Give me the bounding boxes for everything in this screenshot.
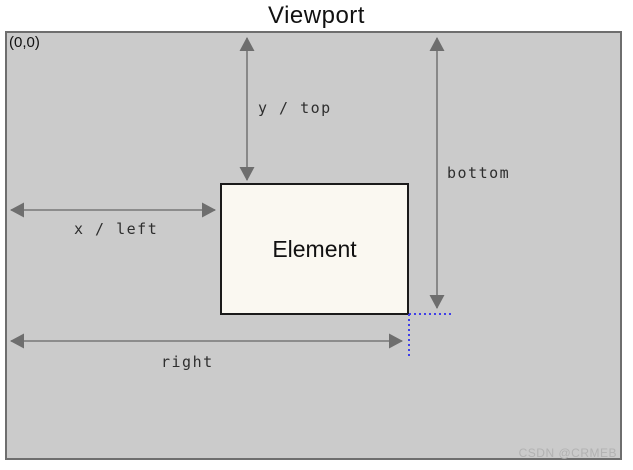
bottom-label: bottom [447,164,511,182]
origin-label: (0,0) [9,34,40,51]
watermark: CSDN @CRMEB [518,446,617,460]
element-label: Element [272,235,357,262]
element-box: Element [220,183,409,315]
right-label: right [161,353,214,371]
diagram-title: Viewport [268,2,365,29]
x-left-label: x / left [74,220,159,238]
y-top-label: y / top [258,99,332,117]
